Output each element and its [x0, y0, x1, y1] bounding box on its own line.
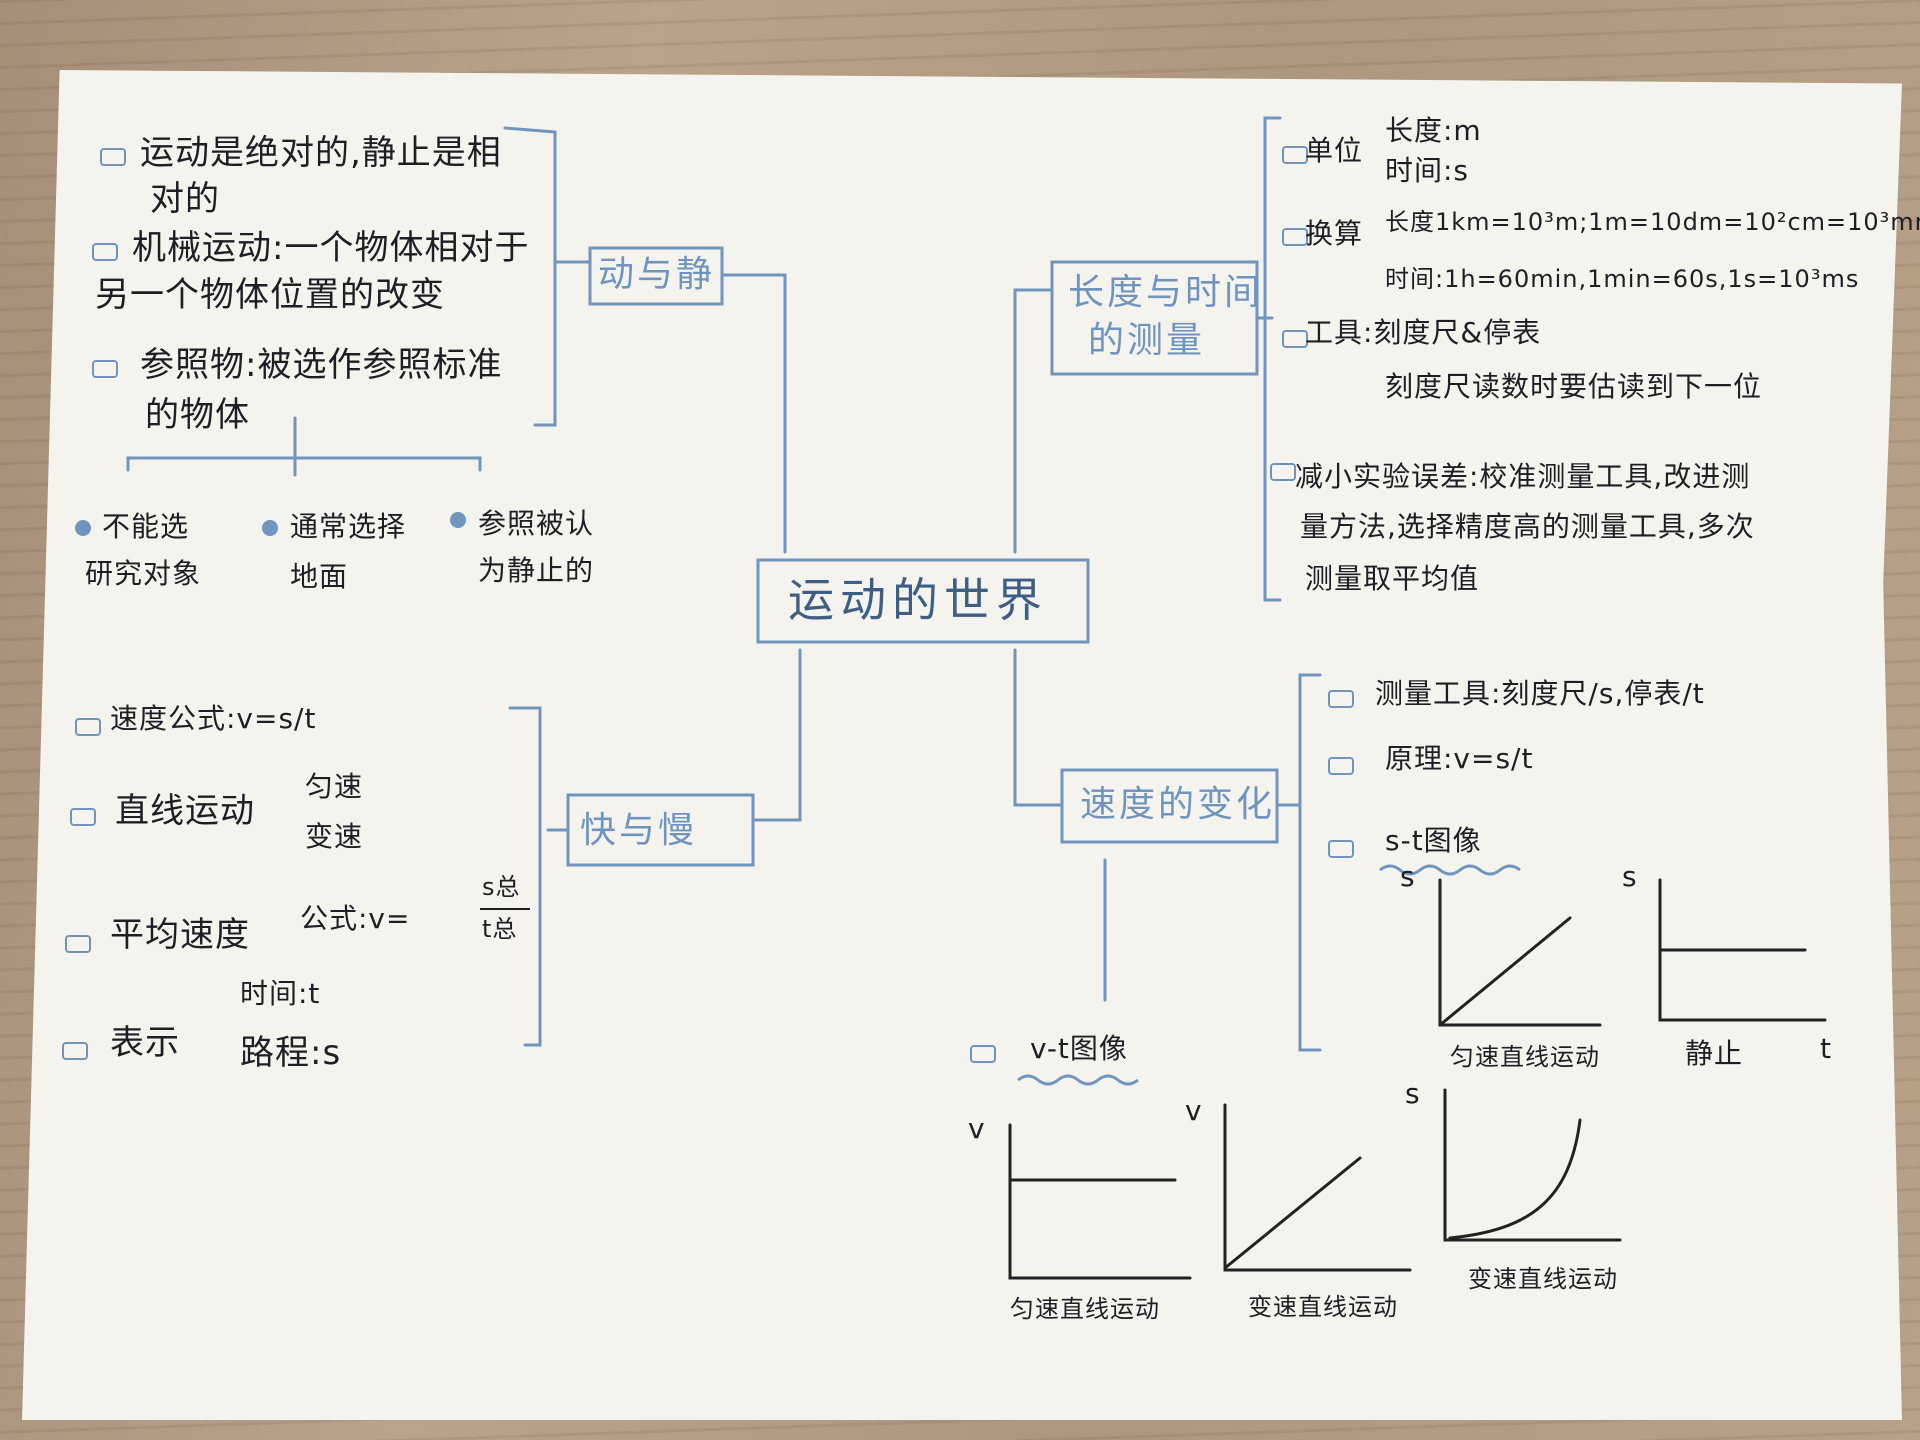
section-icon: [92, 243, 118, 261]
reference-sub-3b: 为静止的: [478, 554, 595, 587]
st-uniform-caption: 匀速直线运动: [1450, 1043, 1600, 1071]
error-line-3: 测量取平均值: [1305, 562, 1480, 595]
section-icon: [75, 718, 101, 736]
measure-tools: 测量工具:刻度尺/s,停表/t: [1375, 677, 1705, 710]
principle: 原理:v=s/t: [1385, 742, 1534, 775]
section-icon: [1328, 690, 1354, 708]
section-icon: [1282, 228, 1308, 246]
st-variable-axes: [1443, 1088, 1622, 1242]
st-rest-s-label: s: [1622, 860, 1638, 893]
represent-label: 表示: [110, 1023, 180, 1063]
error-line-1: 减小实验误差:校准测量工具,改进测: [1295, 460, 1751, 493]
paper-sheet: [22, 70, 1902, 1420]
section-icon: [970, 1045, 996, 1063]
reference-sub-2: 通常选择: [290, 510, 407, 543]
variable-speed: 变速: [305, 820, 364, 853]
center-title: 运动的世界: [788, 573, 1048, 627]
motion-rest-item-2b: 另一个物体位置的改变: [95, 275, 445, 315]
link-fast-slow: [753, 648, 802, 822]
bracket-fast-slow: [508, 706, 542, 1047]
link-speed-change: [1013, 648, 1062, 807]
vt-variable-caption: 变速直线运动: [1248, 1293, 1398, 1321]
link-motion-rest: [720, 273, 787, 554]
vt-uniform-caption: 匀速直线运动: [1010, 1295, 1160, 1323]
st-variable-s-label: s: [1405, 1077, 1421, 1110]
bullet-dot: [450, 512, 466, 528]
vt-variable-axes: [1223, 1103, 1412, 1272]
unit-time: 时间:s: [1385, 154, 1470, 187]
st-variable-caption: 变速直线运动: [1468, 1265, 1618, 1293]
section-icon: [70, 808, 96, 826]
node-fast-slow: 快与慢: [580, 810, 698, 851]
unit-label: 单位: [1305, 134, 1364, 167]
convert-length: 长度1km=10³m;1m=10dm=10²cm=10³mm: [1385, 208, 1920, 236]
st-uniform-s-label: s: [1400, 860, 1416, 893]
vt-uniform-v-label: v: [968, 1112, 986, 1145]
center-box: [756, 558, 1090, 644]
tool-line-2: 刻度尺读数时要估读到下一位: [1385, 370, 1763, 403]
avg-formula: 公式:v=: [300, 902, 411, 935]
tool-line-1: 工具:刻度尺&停表: [1305, 316, 1542, 349]
section-icon: [92, 360, 118, 378]
motion-rest-item-1b: 对的: [150, 179, 220, 219]
motion-rest-item-3: 参照物:被选作参照标准: [140, 345, 503, 385]
speed-formula: 速度公式:v=s/t: [110, 702, 317, 735]
st-variable-curve: [1448, 1118, 1582, 1240]
section-icon: [65, 935, 91, 953]
uniform-speed: 匀速: [305, 770, 364, 803]
node-measure-1: 长度与时间: [1068, 272, 1264, 313]
vt-variable-v-label: v: [1185, 1094, 1203, 1127]
fraction-bar: [480, 908, 530, 910]
section-icon: [100, 148, 126, 166]
section-icon: [1282, 146, 1308, 164]
reference-sub-3: 参照被认: [478, 507, 595, 540]
line-motion: 直线运动: [115, 791, 255, 831]
convert-label: 换算: [1305, 217, 1364, 250]
section-icon: [1328, 757, 1354, 775]
st-uniform-line: [1438, 916, 1572, 1027]
st-uniform-axes: [1438, 878, 1602, 1027]
node-speed-change: 速度的变化: [1080, 784, 1276, 825]
vt-uniform-axes: [1008, 1123, 1192, 1280]
bullet-dot: [75, 520, 91, 536]
vt-title: v-t图像: [1030, 1032, 1128, 1065]
link-measure: [1013, 288, 1052, 554]
bracket-speed-change: [1298, 673, 1322, 1052]
time-t: 时间:t: [240, 977, 321, 1010]
reference-sub-1: 不能选: [102, 510, 190, 543]
st-rest-caption: 静止: [1685, 1037, 1744, 1070]
avg-numerator: s总: [482, 873, 521, 901]
bullet-dot: [262, 520, 278, 536]
motion-rest-item-3b: 的物体: [145, 395, 250, 435]
st-rest-t-label: t: [1820, 1032, 1832, 1065]
st-title: s-t图像: [1385, 824, 1482, 857]
distance-s: 路程:s: [240, 1033, 342, 1073]
node-measure-2: 的测量: [1088, 320, 1206, 361]
avg-denominator: t总: [482, 915, 518, 943]
reference-sub-1b: 研究对象: [85, 557, 202, 590]
error-line-2: 量方法,选择精度高的测量工具,多次: [1300, 510, 1755, 543]
section-icon: [1270, 463, 1296, 481]
bracket-motion-rest: [503, 126, 557, 427]
bracket-measure: [1263, 116, 1282, 602]
node-motion-rest: 动与静: [598, 254, 716, 295]
section-icon: [1282, 330, 1308, 348]
unit-length: 长度:m: [1385, 114, 1482, 147]
motion-rest-item-2: 机械运动:一个物体相对于: [132, 228, 530, 268]
motion-rest-item-1: 运动是绝对的,静止是相: [140, 133, 502, 173]
section-icon: [1328, 840, 1354, 858]
st-rest-axes: [1658, 878, 1827, 1022]
convert-time: 时间:1h=60min,1min=60s,1s=10³ms: [1385, 265, 1860, 293]
vt-variable-line: [1223, 1156, 1362, 1270]
avg-speed: 平均速度: [110, 915, 250, 955]
section-icon: [62, 1042, 88, 1060]
reference-sub-2b: 地面: [290, 560, 349, 593]
